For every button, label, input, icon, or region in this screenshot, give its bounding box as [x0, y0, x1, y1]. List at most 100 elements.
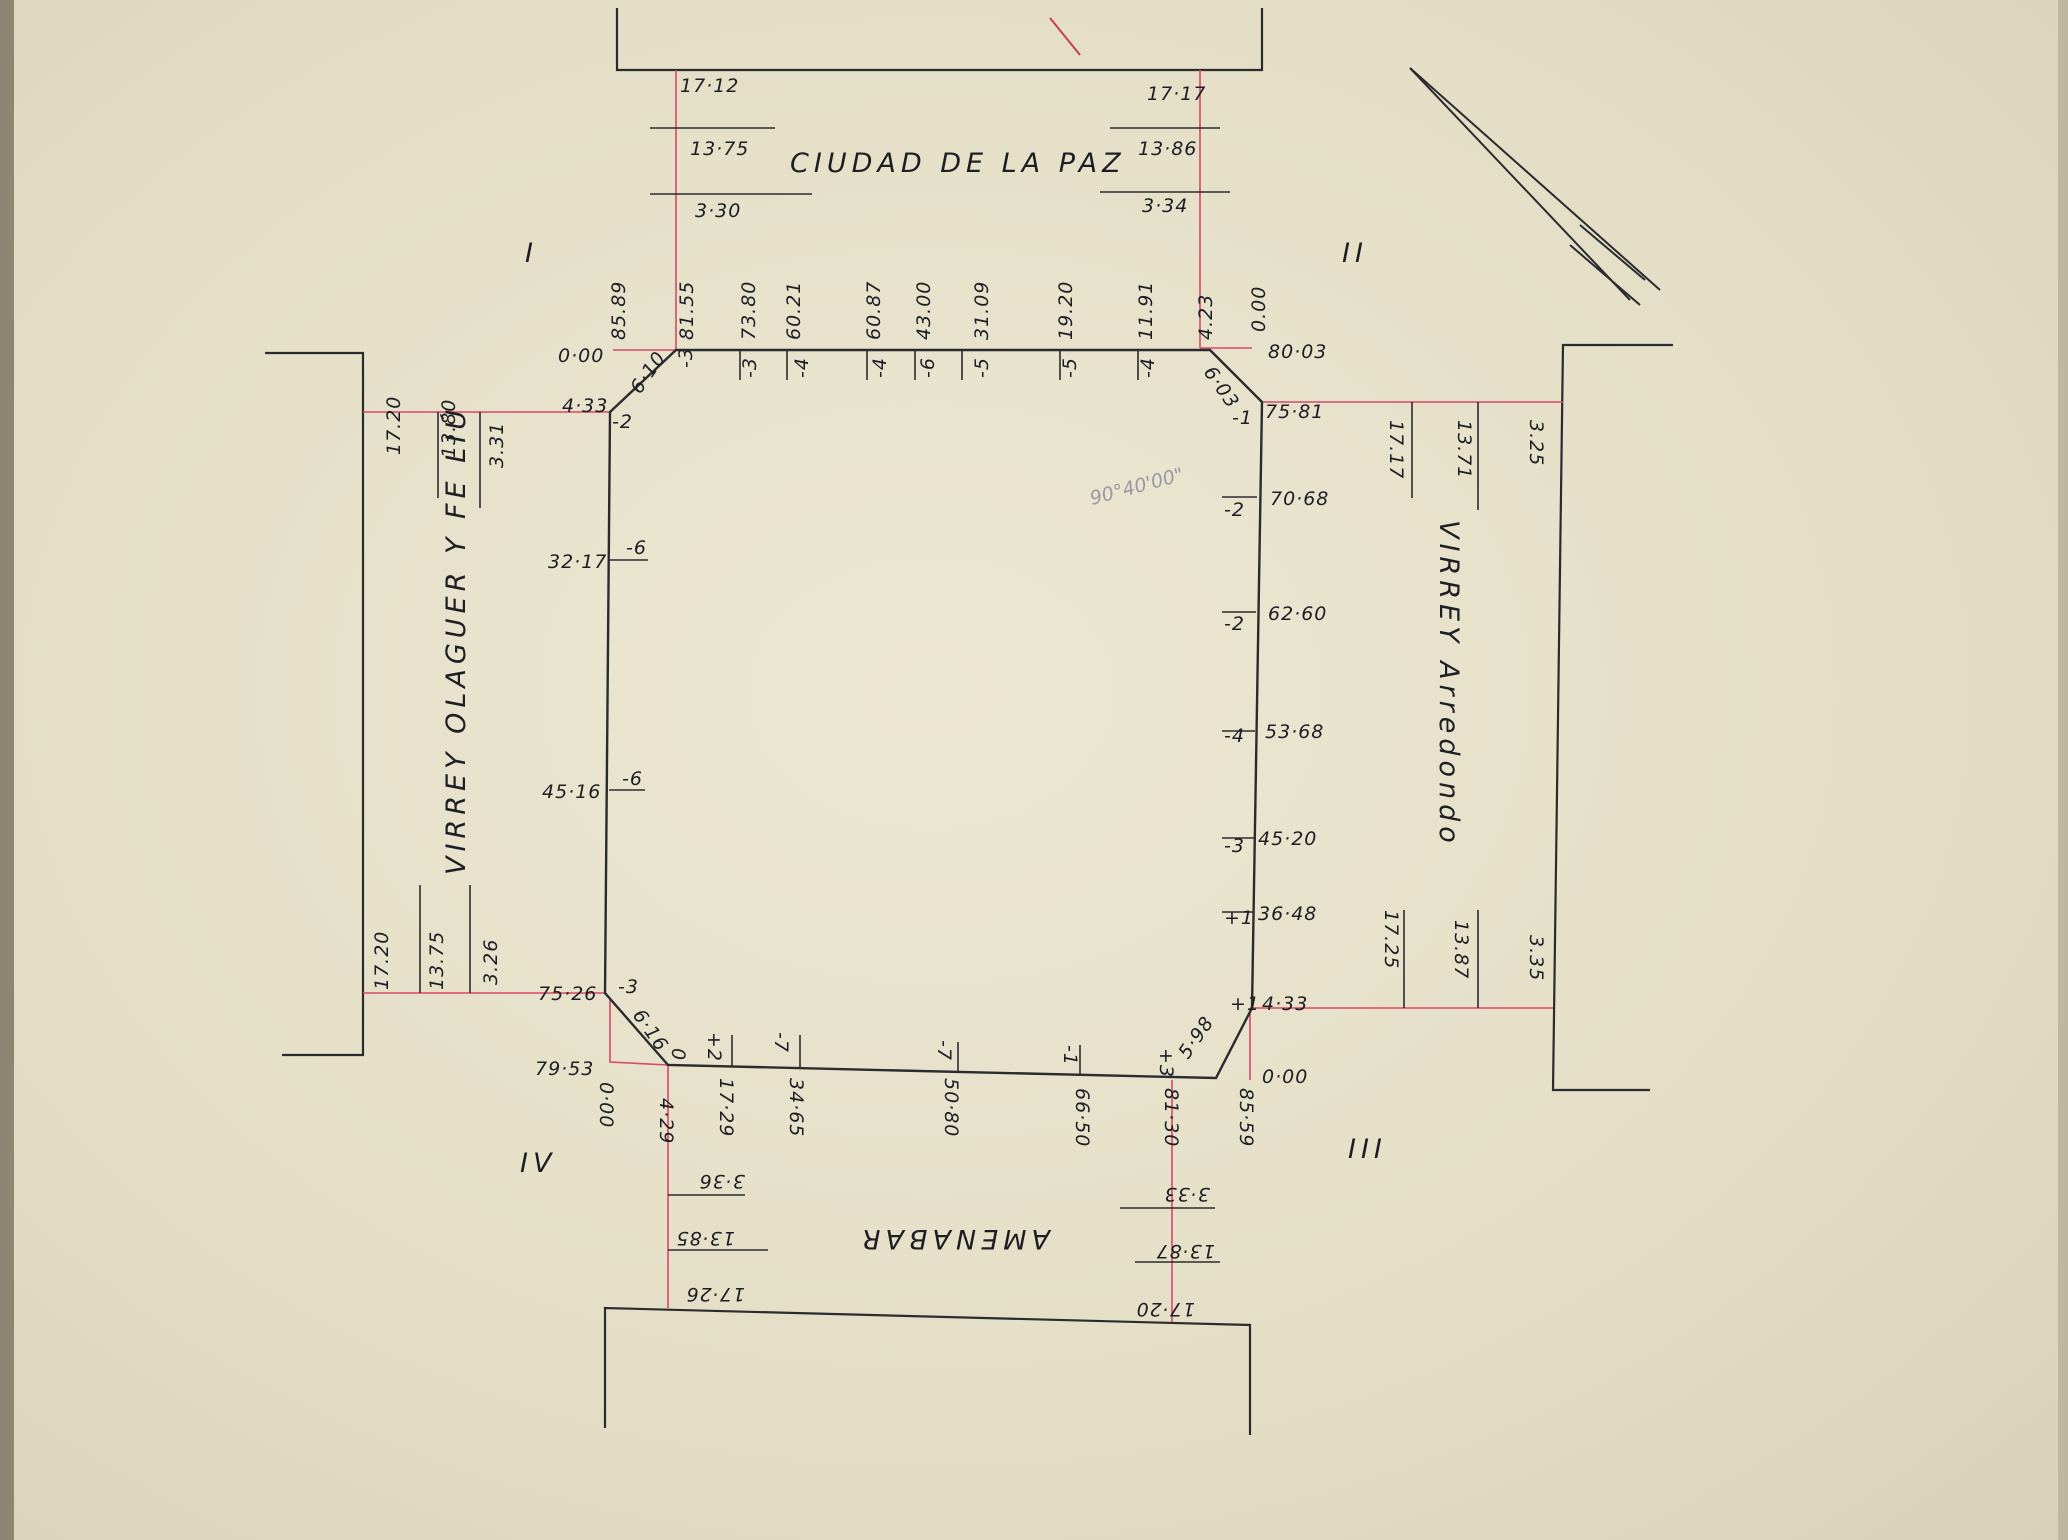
width-south-left-total: 17·26 — [686, 1283, 745, 1305]
south-dist-5: 50·80 — [940, 1078, 962, 1137]
quadrant-label-4: IV — [520, 1148, 556, 1179]
north-level-2: -3 — [675, 347, 697, 368]
width-west-bottom-road: 13.75 — [426, 931, 448, 990]
south-level-5: -1 — [1059, 1045, 1081, 1066]
west-level-2: -6 — [626, 537, 647, 559]
width-west-top-road: 13.80 — [438, 399, 460, 458]
chamfer-ne: 6·03 — [1199, 362, 1244, 413]
north-curb — [615, 8, 1264, 72]
west-dist-3: 32·17 — [548, 551, 607, 573]
width-south-right-road: 13·87 — [1156, 1240, 1215, 1262]
width-west-bottom-walk: 3.26 — [480, 939, 502, 985]
east-level-6: +1 — [1224, 907, 1254, 929]
width-north-left-walk: 3·30 — [695, 200, 741, 222]
street-name-south: AMENABAR — [857, 1223, 1052, 1254]
survey-lines — [363, 70, 1563, 1322]
chamfer-sw: 6·16 — [628, 1005, 673, 1056]
north-level-8: -5 — [1059, 357, 1081, 378]
north-arrow-icon — [1409, 67, 1661, 306]
width-north-right-road: 13·86 — [1138, 138, 1197, 160]
west-dist-5: 75·26 — [538, 983, 597, 1005]
south-level-6: +3 — [1155, 1048, 1177, 1078]
width-north-left-road: 13·75 — [690, 138, 749, 160]
red-check-mark — [1049, 17, 1081, 56]
north-level-1: -2 — [612, 411, 633, 433]
quadrant-label-3: III — [1348, 1134, 1387, 1165]
east-dist-6: 45·20 — [1258, 828, 1317, 850]
width-south-right-walk: 3·33 — [1164, 1183, 1210, 1205]
quadrant-label-2: II — [1342, 238, 1368, 269]
east-level-7: +1 — [1230, 993, 1260, 1015]
street-name-east: VIRREY Arredondo — [1433, 520, 1464, 848]
south-level-1: 0 — [667, 1048, 689, 1061]
east-dist-1: 80·03 — [1268, 341, 1327, 363]
east-dist-4: 62·60 — [1268, 603, 1327, 625]
east-dist-9: 0·00 — [1262, 1066, 1308, 1088]
width-east-top-total: 3.25 — [1525, 420, 1547, 466]
south-dist-2: 4·29 — [655, 1098, 677, 1144]
south-dist-3: 17·29 — [715, 1078, 737, 1137]
north-dist-9: 11.91 — [1135, 281, 1157, 340]
north-dist-4: 60.21 — [783, 281, 805, 340]
west-dist-6: 79·53 — [535, 1058, 594, 1080]
south-dist-1: 0·00 — [595, 1082, 617, 1128]
north-dist-11: 0.00 — [1248, 286, 1270, 332]
width-tick-lines — [419, 127, 1479, 1263]
north-level-7: -5 — [971, 357, 993, 378]
north-dist-2: 81.55 — [676, 281, 698, 340]
width-east-bottom-walk: 17.25 — [1380, 910, 1402, 969]
north-level-9: -4 — [1137, 357, 1159, 378]
width-south-left-walk: 3·36 — [699, 1170, 745, 1192]
pencil-angle-note: 90°40'00" — [1088, 464, 1186, 510]
sw-corner-red — [609, 1000, 669, 1066]
west-dist-2: 4·33 — [562, 395, 608, 417]
north-dist-7: 31.09 — [971, 281, 993, 340]
curb-lines — [265, 8, 1673, 1435]
width-east-top-walk: 17.17 — [1385, 420, 1407, 479]
north-dist-1: 85.89 — [608, 281, 630, 340]
west-dist-1: 0·00 — [558, 345, 604, 367]
width-south-right-total: 17·20 — [1136, 1298, 1195, 1320]
north-dist-10: 4.23 — [1195, 294, 1217, 340]
block-outline — [603, 348, 1264, 1080]
south-level-4: -7 — [933, 1040, 955, 1061]
south-dist-8: 85·59 — [1235, 1088, 1257, 1147]
east-dist-8: 4·33 — [1262, 993, 1308, 1015]
width-west-top-walk: 3.31 — [486, 422, 508, 468]
south-dist-4: 34·65 — [785, 1078, 807, 1137]
street-name-west: VIRREY OLAGUER Y FE LIÚ — [440, 405, 472, 875]
west-dist-4: 45·16 — [542, 781, 601, 803]
east-level-1: -1 — [1232, 407, 1253, 429]
width-north-right-walk: 3·34 — [1142, 195, 1188, 217]
width-west-top-total: 17.20 — [383, 396, 405, 455]
quadrant-label-1: I — [525, 238, 538, 269]
east-dist-2: 75·81 — [1265, 401, 1324, 423]
east-level-4: -4 — [1224, 725, 1245, 747]
width-north-right-total: 17·17 — [1147, 83, 1206, 105]
north-level-4: -4 — [791, 357, 813, 378]
north-dist-3: 73.80 — [738, 281, 760, 340]
width-east-bottom-total: 3.35 — [1525, 935, 1547, 981]
south-dist-6: 66·50 — [1071, 1088, 1093, 1147]
west-level-3: -6 — [622, 768, 643, 790]
north-dist-8: 19.20 — [1055, 281, 1077, 340]
street-name-north: CIUDAD DE LA PAZ — [790, 148, 1126, 179]
north-level-3: -3 — [739, 357, 761, 378]
west-curb — [265, 351, 365, 1057]
east-dist-7: 36·48 — [1258, 903, 1317, 925]
chamfer-se: 5·98 — [1174, 1012, 1219, 1063]
south-level-2: +2 — [703, 1032, 725, 1062]
width-south-left-road: 13·85 — [676, 1227, 735, 1249]
south-curb — [603, 1306, 1252, 1435]
width-north-left-total: 17·12 — [680, 75, 739, 97]
chamfer-nw: 6·10 — [626, 347, 671, 398]
south-level-3: -7 — [770, 1032, 792, 1053]
east-dist-5: 53·68 — [1265, 721, 1324, 743]
north-dist-6: 43.00 — [913, 281, 935, 340]
level-ticks — [609, 350, 1257, 1075]
north-level-5: -4 — [869, 357, 891, 378]
east-level-2: -2 — [1224, 499, 1245, 521]
width-east-bottom-road: 13.87 — [1450, 920, 1472, 979]
